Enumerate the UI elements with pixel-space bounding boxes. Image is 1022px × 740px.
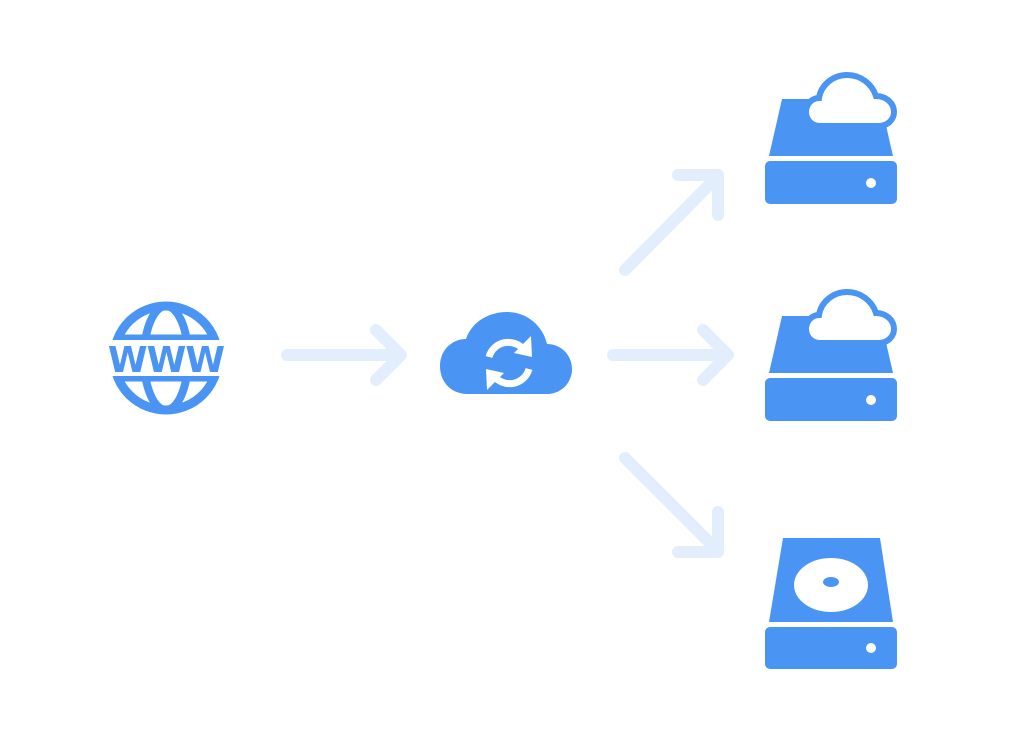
arrow-hub-to-target-2: [607, 324, 734, 386]
arrow-source-to-hub: [281, 324, 407, 386]
optical-disc-drive-icon: [765, 538, 897, 669]
arrow-hub-to-target-3: [619, 452, 724, 558]
cloud-sync-icon: [440, 312, 572, 394]
www-label: WWW: [108, 340, 224, 381]
www-globe-icon: WWW: [104, 301, 228, 415]
cloud-storage-drive-icon-1: [765, 71, 898, 204]
cloud-storage-drive-icon-2: [765, 288, 898, 421]
arrow-hub-to-target-1: [619, 169, 724, 276]
